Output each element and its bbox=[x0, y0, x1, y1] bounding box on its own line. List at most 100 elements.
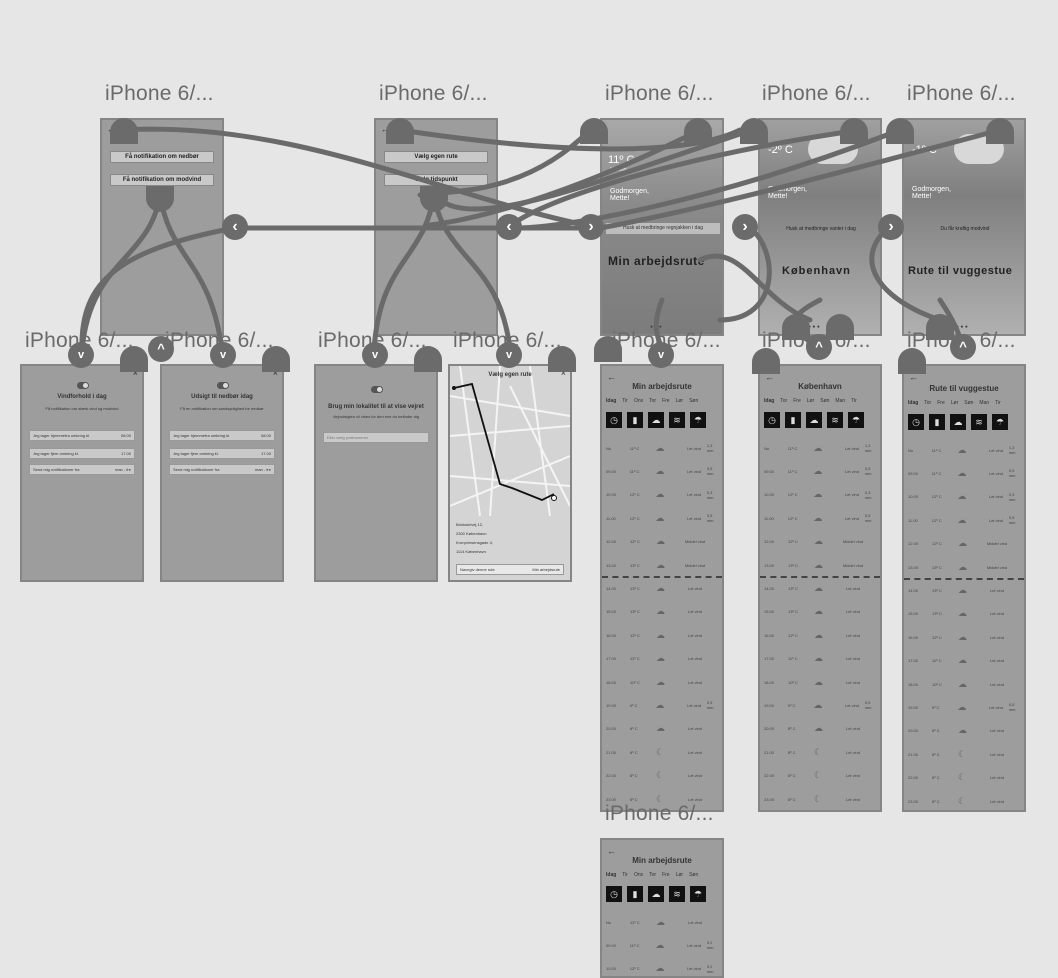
route-title[interactable]: Rute til vuggestue bbox=[908, 265, 1013, 277]
connector-handle[interactable] bbox=[420, 186, 448, 212]
rain-icon[interactable]: ☂ bbox=[690, 886, 706, 902]
day-tab[interactable]: Idag bbox=[606, 398, 617, 404]
connector-handle[interactable] bbox=[898, 348, 926, 374]
day-tab[interactable]: Tir bbox=[622, 398, 628, 404]
connector-handle[interactable] bbox=[146, 186, 174, 212]
wind-icon[interactable]: ≋ bbox=[971, 414, 987, 430]
back-arrow-icon[interactable]: ← bbox=[765, 372, 774, 382]
day-tab[interactable]: Søn bbox=[820, 398, 830, 404]
rain-notification-button[interactable]: Få notifikation om nedbør bbox=[110, 151, 214, 163]
rain-icon[interactable]: ☂ bbox=[992, 414, 1008, 430]
nav-down-icon[interactable]: v bbox=[68, 342, 94, 368]
wind-icon[interactable]: ≋ bbox=[669, 412, 685, 428]
day-tab[interactable]: Idag bbox=[606, 872, 617, 878]
rain-icon[interactable]: ☂ bbox=[690, 412, 706, 428]
back-arrow-icon[interactable]: ← bbox=[607, 372, 616, 382]
nav-down-icon[interactable]: v bbox=[210, 342, 236, 368]
leave-work-row[interactable]: Jeg tager fjem omkring kl.17.00 bbox=[29, 448, 135, 459]
nav-down-icon[interactable]: v bbox=[362, 342, 388, 368]
day-tab[interactable]: Søn bbox=[964, 400, 974, 406]
day-tab[interactable]: Lør bbox=[950, 400, 959, 406]
location-toggle[interactable] bbox=[371, 386, 383, 393]
nav-down-icon[interactable]: v bbox=[496, 342, 522, 368]
back-arrow-icon[interactable]: ← bbox=[909, 372, 918, 382]
thermometer-icon[interactable]: ▮ bbox=[627, 886, 643, 902]
connector-handle[interactable] bbox=[262, 346, 290, 372]
leave-home-row[interactable]: Jeg tager hjemmefra omkring kl.08.00 bbox=[169, 430, 275, 441]
day-tab[interactable]: Lør bbox=[675, 872, 684, 878]
day-tab[interactable]: Søn bbox=[689, 872, 699, 878]
nav-up-icon[interactable]: ^ bbox=[148, 336, 174, 362]
nav-up-icon[interactable]: ^ bbox=[950, 334, 976, 360]
connector-handle[interactable] bbox=[986, 118, 1014, 144]
close-icon[interactable]: × bbox=[132, 368, 138, 378]
connector-handle[interactable] bbox=[414, 346, 442, 372]
connector-handle[interactable] bbox=[386, 118, 414, 144]
map-svg[interactable] bbox=[450, 366, 570, 580]
rain-toggle[interactable] bbox=[217, 382, 229, 389]
back-arrow-icon[interactable]: ← bbox=[607, 846, 616, 856]
day-tab[interactable]: Ons bbox=[633, 398, 644, 404]
day-tab[interactable]: Tor bbox=[649, 398, 657, 404]
connector-handle[interactable] bbox=[548, 346, 576, 372]
choose-time-button[interactable]: Vælg tidspunkt bbox=[384, 174, 488, 186]
day-tab[interactable]: Fre bbox=[662, 398, 670, 404]
day-tab[interactable]: Idag bbox=[908, 400, 919, 406]
nav-left-icon[interactable]: ‹ bbox=[496, 214, 522, 240]
wind-icon[interactable]: ≋ bbox=[827, 412, 843, 428]
clock-icon[interactable]: ◷ bbox=[606, 886, 622, 902]
clock-icon[interactable]: ◷ bbox=[908, 414, 924, 430]
connector-handle[interactable] bbox=[120, 346, 148, 372]
connector-handle[interactable] bbox=[886, 118, 914, 144]
day-tab[interactable]: Ons bbox=[633, 872, 644, 878]
connector-handle[interactable] bbox=[580, 118, 608, 144]
leave-home-row[interactable]: Jeg tager hjemmefra omkring kl.08.00 bbox=[29, 430, 135, 441]
cloud-sun-icon[interactable]: ☁ bbox=[806, 412, 822, 428]
day-tab[interactable]: Man bbox=[835, 398, 846, 404]
day-tab[interactable]: Lør bbox=[675, 398, 684, 404]
day-tab[interactable]: Tor bbox=[649, 872, 657, 878]
thermometer-icon[interactable]: ▮ bbox=[785, 412, 801, 428]
nav-up-icon[interactable]: ^ bbox=[806, 334, 832, 360]
connector-handle[interactable] bbox=[684, 118, 712, 144]
day-tab[interactable]: Tor bbox=[924, 400, 932, 406]
day-tab[interactable]: Tir bbox=[851, 398, 857, 404]
connector-handle[interactable] bbox=[826, 314, 854, 340]
close-icon[interactable]: × bbox=[560, 368, 566, 378]
cloud-sun-icon[interactable]: ☁ bbox=[648, 886, 664, 902]
cloud-sun-icon[interactable]: ☁ bbox=[648, 412, 664, 428]
clock-icon[interactable]: ◷ bbox=[606, 412, 622, 428]
nav-left-icon[interactable]: ‹ bbox=[222, 214, 248, 240]
thermometer-icon[interactable]: ▮ bbox=[627, 412, 643, 428]
postal-code-input[interactable]: Eller vælg postnummer bbox=[323, 432, 429, 443]
cloud-sun-icon[interactable]: ☁ bbox=[950, 414, 966, 430]
wind-icon[interactable]: ≋ bbox=[669, 886, 685, 902]
clock-icon[interactable]: ◷ bbox=[764, 412, 780, 428]
connector-handle[interactable] bbox=[594, 336, 622, 362]
day-tab[interactable]: Man bbox=[979, 400, 990, 406]
choose-route-button[interactable]: Vælg egen rute bbox=[384, 151, 488, 163]
day-tab[interactable]: Tor bbox=[780, 398, 788, 404]
day-tab[interactable]: Fre bbox=[793, 398, 801, 404]
thermometer-icon[interactable]: ▮ bbox=[929, 414, 945, 430]
connector-handle[interactable] bbox=[926, 314, 954, 340]
nav-right-icon[interactable]: › bbox=[578, 214, 604, 240]
day-tab[interactable]: Fre bbox=[937, 400, 945, 406]
nav-right-icon[interactable]: › bbox=[878, 214, 904, 240]
wind-notification-button[interactable]: Få notifikation om modvind bbox=[110, 174, 214, 186]
nav-right-icon[interactable]: › bbox=[732, 214, 758, 240]
day-tab[interactable]: Tir bbox=[995, 400, 1001, 406]
day-tab[interactable]: Søn bbox=[689, 398, 699, 404]
wind-toggle[interactable] bbox=[77, 382, 89, 389]
day-tab[interactable]: Fre bbox=[662, 872, 670, 878]
connector-handle[interactable] bbox=[752, 348, 780, 374]
day-tab[interactable]: Tir bbox=[622, 872, 628, 878]
day-tab[interactable]: Idag bbox=[764, 398, 775, 404]
connector-handle[interactable] bbox=[840, 118, 868, 144]
connector-handle[interactable] bbox=[782, 314, 810, 340]
day-tab[interactable]: Lør bbox=[806, 398, 815, 404]
city-title[interactable]: København bbox=[782, 265, 851, 277]
